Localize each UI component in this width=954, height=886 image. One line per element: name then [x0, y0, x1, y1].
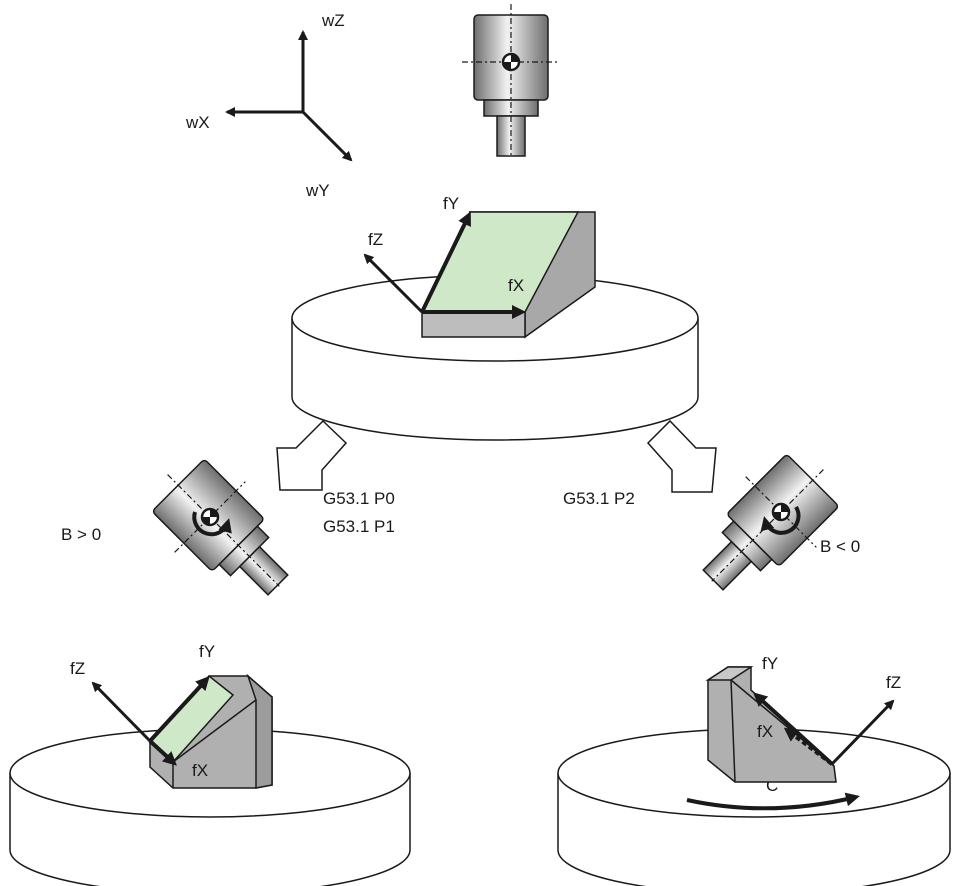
left-gcode-line1: G53.1 P0: [323, 489, 395, 508]
br-fx-arrow: [783, 727, 834, 766]
world-axes: wZ wX wY: [185, 11, 353, 200]
bottom-left-axes: fY fZ fX: [70, 642, 215, 780]
wy-label: wY: [305, 181, 330, 200]
top-fy-arrow: [420, 211, 471, 313]
bl-fx-arrow: [148, 739, 177, 766]
left-gcode-line2: G53.1 P1: [323, 517, 395, 536]
bl-fy-label: fY: [199, 642, 215, 661]
bl-fz-arrow: [91, 681, 152, 743]
spindle-left-center-icon: [200, 507, 220, 527]
b-positive-label: B > 0: [61, 525, 101, 544]
br-fy-label: fY: [762, 654, 778, 673]
top-workpiece-axes: fY fZ fX: [363, 194, 526, 319]
rotation-c-right-icon: [686, 792, 860, 811]
br-fz-arrow: [830, 699, 895, 766]
br-fz-label: fZ: [886, 673, 901, 692]
b-negative-label: B < 0: [820, 537, 860, 556]
left-transition-arrow: [276, 419, 348, 491]
top-fy-label: fY: [443, 194, 459, 213]
bottom-left-workpiece: [148, 673, 273, 789]
wz-label: wZ: [321, 11, 345, 30]
bottom-right-axes: fY fZ fX: [753, 654, 901, 766]
top-fx-label: fX: [508, 276, 524, 295]
right-gcode-line1: G53.1 P2: [563, 489, 635, 508]
top-fz-arrow: [363, 253, 424, 314]
wx-label: wX: [185, 113, 210, 132]
wy-axis-arrow: [301, 110, 353, 162]
top-fz-label: fZ: [368, 230, 383, 249]
bl-fy-arrow: [148, 676, 210, 743]
rotation-b-negative-icon: [760, 505, 801, 535]
right-transition-arrow: [646, 419, 717, 493]
spindle-top: [462, 4, 560, 158]
spindle-right-center-icon: [771, 502, 791, 522]
bl-fz-label: fZ: [70, 659, 85, 678]
bl-fx-label: fX: [192, 761, 208, 780]
br-fx-label: fX: [757, 722, 773, 741]
rotation-b-positive-icon: [192, 511, 232, 537]
